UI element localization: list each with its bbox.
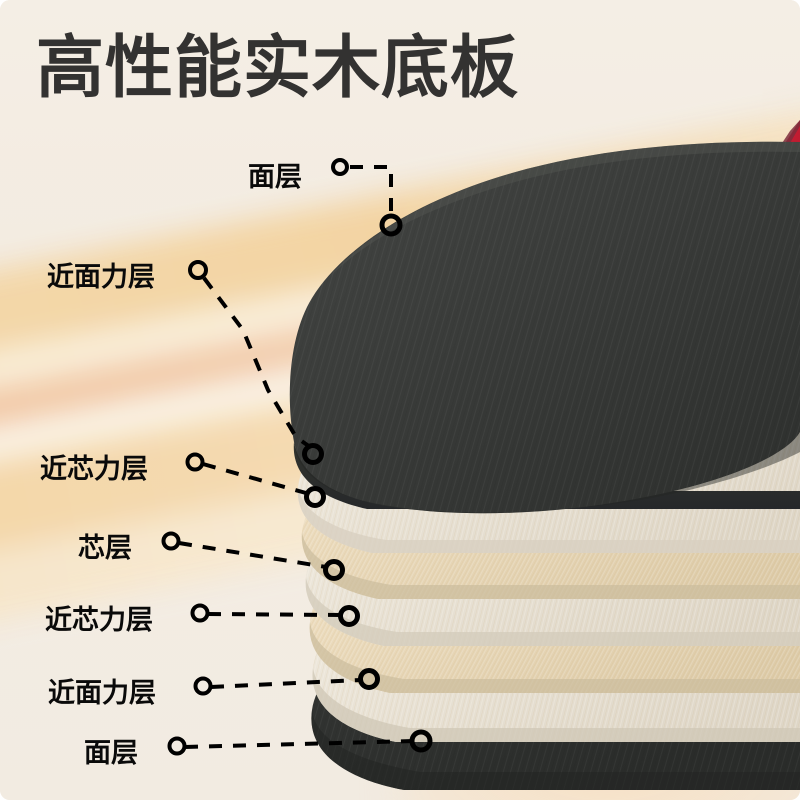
leader-near-face-bottom	[210, 678, 362, 689]
marker-start-face-bottom	[167, 736, 187, 756]
marker-end-near-core-bottom	[338, 605, 360, 627]
marker-start-face-top	[331, 158, 349, 176]
leader-core	[178, 541, 327, 569]
marker-start-near-face-top	[188, 260, 208, 280]
marker-end-face-top	[379, 213, 403, 237]
label-core: 芯层	[78, 533, 132, 563]
leader-face-top	[350, 165, 393, 214]
marker-end-near-face-bottom	[358, 668, 380, 690]
marker-end-face-bottom	[409, 729, 433, 753]
label-face-bottom: 面层	[84, 738, 138, 768]
marker-start-near-core-bottom	[190, 603, 210, 623]
marker-end-core	[323, 559, 345, 581]
leader-near-core-top	[202, 462, 307, 495]
label-face-top: 面层	[248, 162, 302, 192]
leader-face-bottom	[184, 739, 414, 749]
label-near-core-top: 近芯力层	[40, 454, 148, 484]
label-near-face-top: 近面力层	[47, 262, 155, 292]
label-near-core-bottom: 近芯力层	[45, 605, 153, 635]
marker-end-near-core-top	[304, 486, 326, 508]
leader-near-face-top	[202, 276, 312, 449]
marker-end-near-face-top	[302, 443, 324, 465]
page-title: 高性能实木底板	[36, 30, 520, 106]
marker-start-near-face-bottom	[193, 676, 213, 696]
leader-near-core-bottom	[207, 612, 342, 617]
label-near-face-bottom: 近面力层	[48, 678, 156, 708]
marker-start-near-core-top	[185, 452, 205, 472]
marker-start-core	[161, 531, 181, 551]
